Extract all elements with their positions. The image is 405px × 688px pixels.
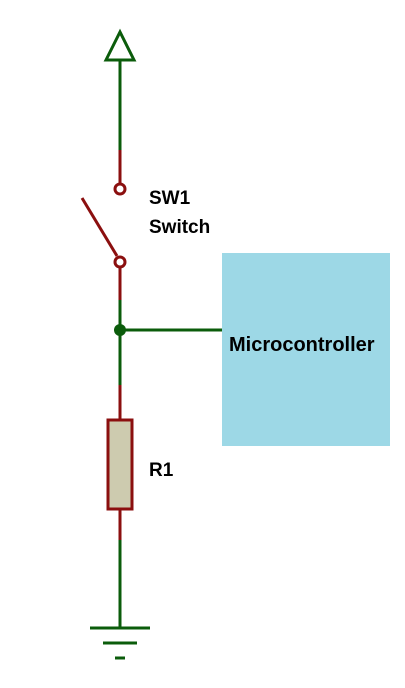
microcontroller-block xyxy=(222,253,390,446)
resistor-icon xyxy=(106,418,134,511)
switch-blade xyxy=(80,197,119,257)
switch-bottom-contact xyxy=(113,255,127,269)
spst-switch-icon xyxy=(80,182,127,269)
switch-value-label: Switch xyxy=(149,217,210,238)
ground-icon xyxy=(90,626,150,660)
switch-top-contact xyxy=(113,182,127,196)
power-supply-arrow-icon xyxy=(103,28,137,62)
microcontroller-label: Microcontroller xyxy=(229,334,375,356)
resistor-reference-label: R1 xyxy=(149,460,174,481)
switch-reference-label: SW1 xyxy=(149,188,191,209)
